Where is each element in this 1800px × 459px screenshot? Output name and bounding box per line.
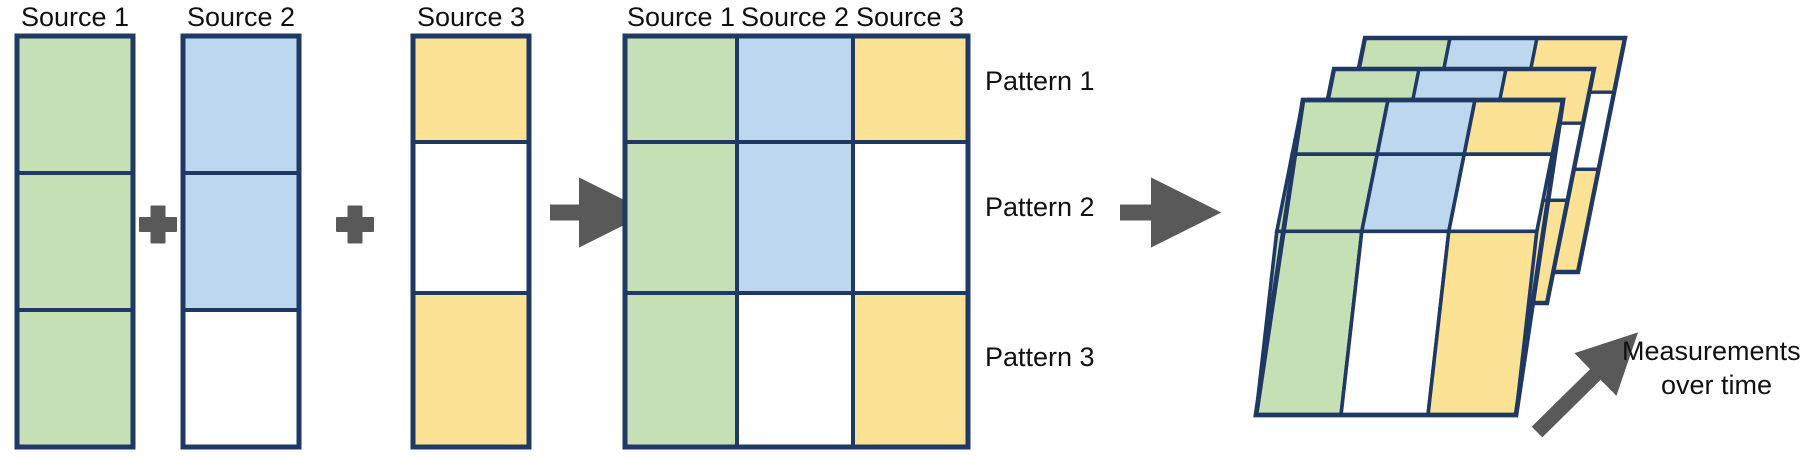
front-cell-r1-c3 [1462,98,1566,156]
source-column-3[interactable] [410,33,532,450]
row-label-pattern-1: Pattern 1 [985,66,1095,96]
combined-cell-r3-c2 [735,291,855,449]
source-3-cell-pattern-1 [411,34,531,144]
combined-cell-r1-c2 [735,34,855,144]
source-2-header: Source 2 [186,2,296,32]
source-1-cell-pattern-3 [15,308,135,449]
source-1-header: Source 1 [20,2,130,32]
combined-cell-r3-c3 [851,291,970,449]
source-2-cell-pattern-1 [181,34,301,175]
source-1-outline [14,33,136,450]
source-2-cell-pattern-2 [181,171,301,312]
front-cell-r2-c3 [1446,152,1555,234]
depth-arrow [1531,332,1639,438]
combined-cell-r2-c1 [623,140,739,295]
plus-icon-1 [139,205,177,244]
front-cell-r1-c2 [1375,98,1478,156]
source-1-cell-pattern-1 [15,34,135,175]
combined-header-source-2: Source 2 [740,2,850,32]
source-3-outline [410,33,532,450]
source-3-cell-pattern-3 [411,291,531,449]
source-column-2[interactable] [180,33,302,450]
combined-cell-r2-c3 [851,140,970,295]
source-2-cell-pattern-3 [181,308,301,449]
front-cell-r2-c2 [1359,152,1467,234]
source-3-header: Source 3 [416,2,526,32]
front-cell-r1-c1 [1290,98,1391,156]
combined-header-source-1: Source 1 [626,2,736,32]
combined-matrix[interactable] [622,33,971,450]
combined-matrix-outline [622,33,971,450]
measurements-caption-line-1: Measurements [1622,336,1800,366]
measurements-caption-line-2: over time [1661,370,1773,400]
row-label-pattern-3: Pattern 3 [985,342,1095,372]
tensor-slice-front-cells [1253,98,1566,417]
combined-header-source-3: Source 3 [855,2,965,32]
combined-cell-r1-c3 [851,34,970,144]
combined-cell-r2-c2 [735,140,855,295]
tensor-slice-front[interactable] [1253,97,1566,418]
combined-cell-r3-c1 [623,291,739,449]
source-2-outline [180,33,302,450]
combined-cell-r1-c1 [623,34,739,144]
row-label-pattern-2: Pattern 2 [985,192,1095,222]
tensor-slice-front-outline [1253,97,1566,418]
plus-icon-2 [336,205,374,244]
source-1-cell-pattern-2 [15,171,135,312]
source-column-1[interactable] [14,33,136,450]
source-3-cell-pattern-2 [411,140,531,295]
